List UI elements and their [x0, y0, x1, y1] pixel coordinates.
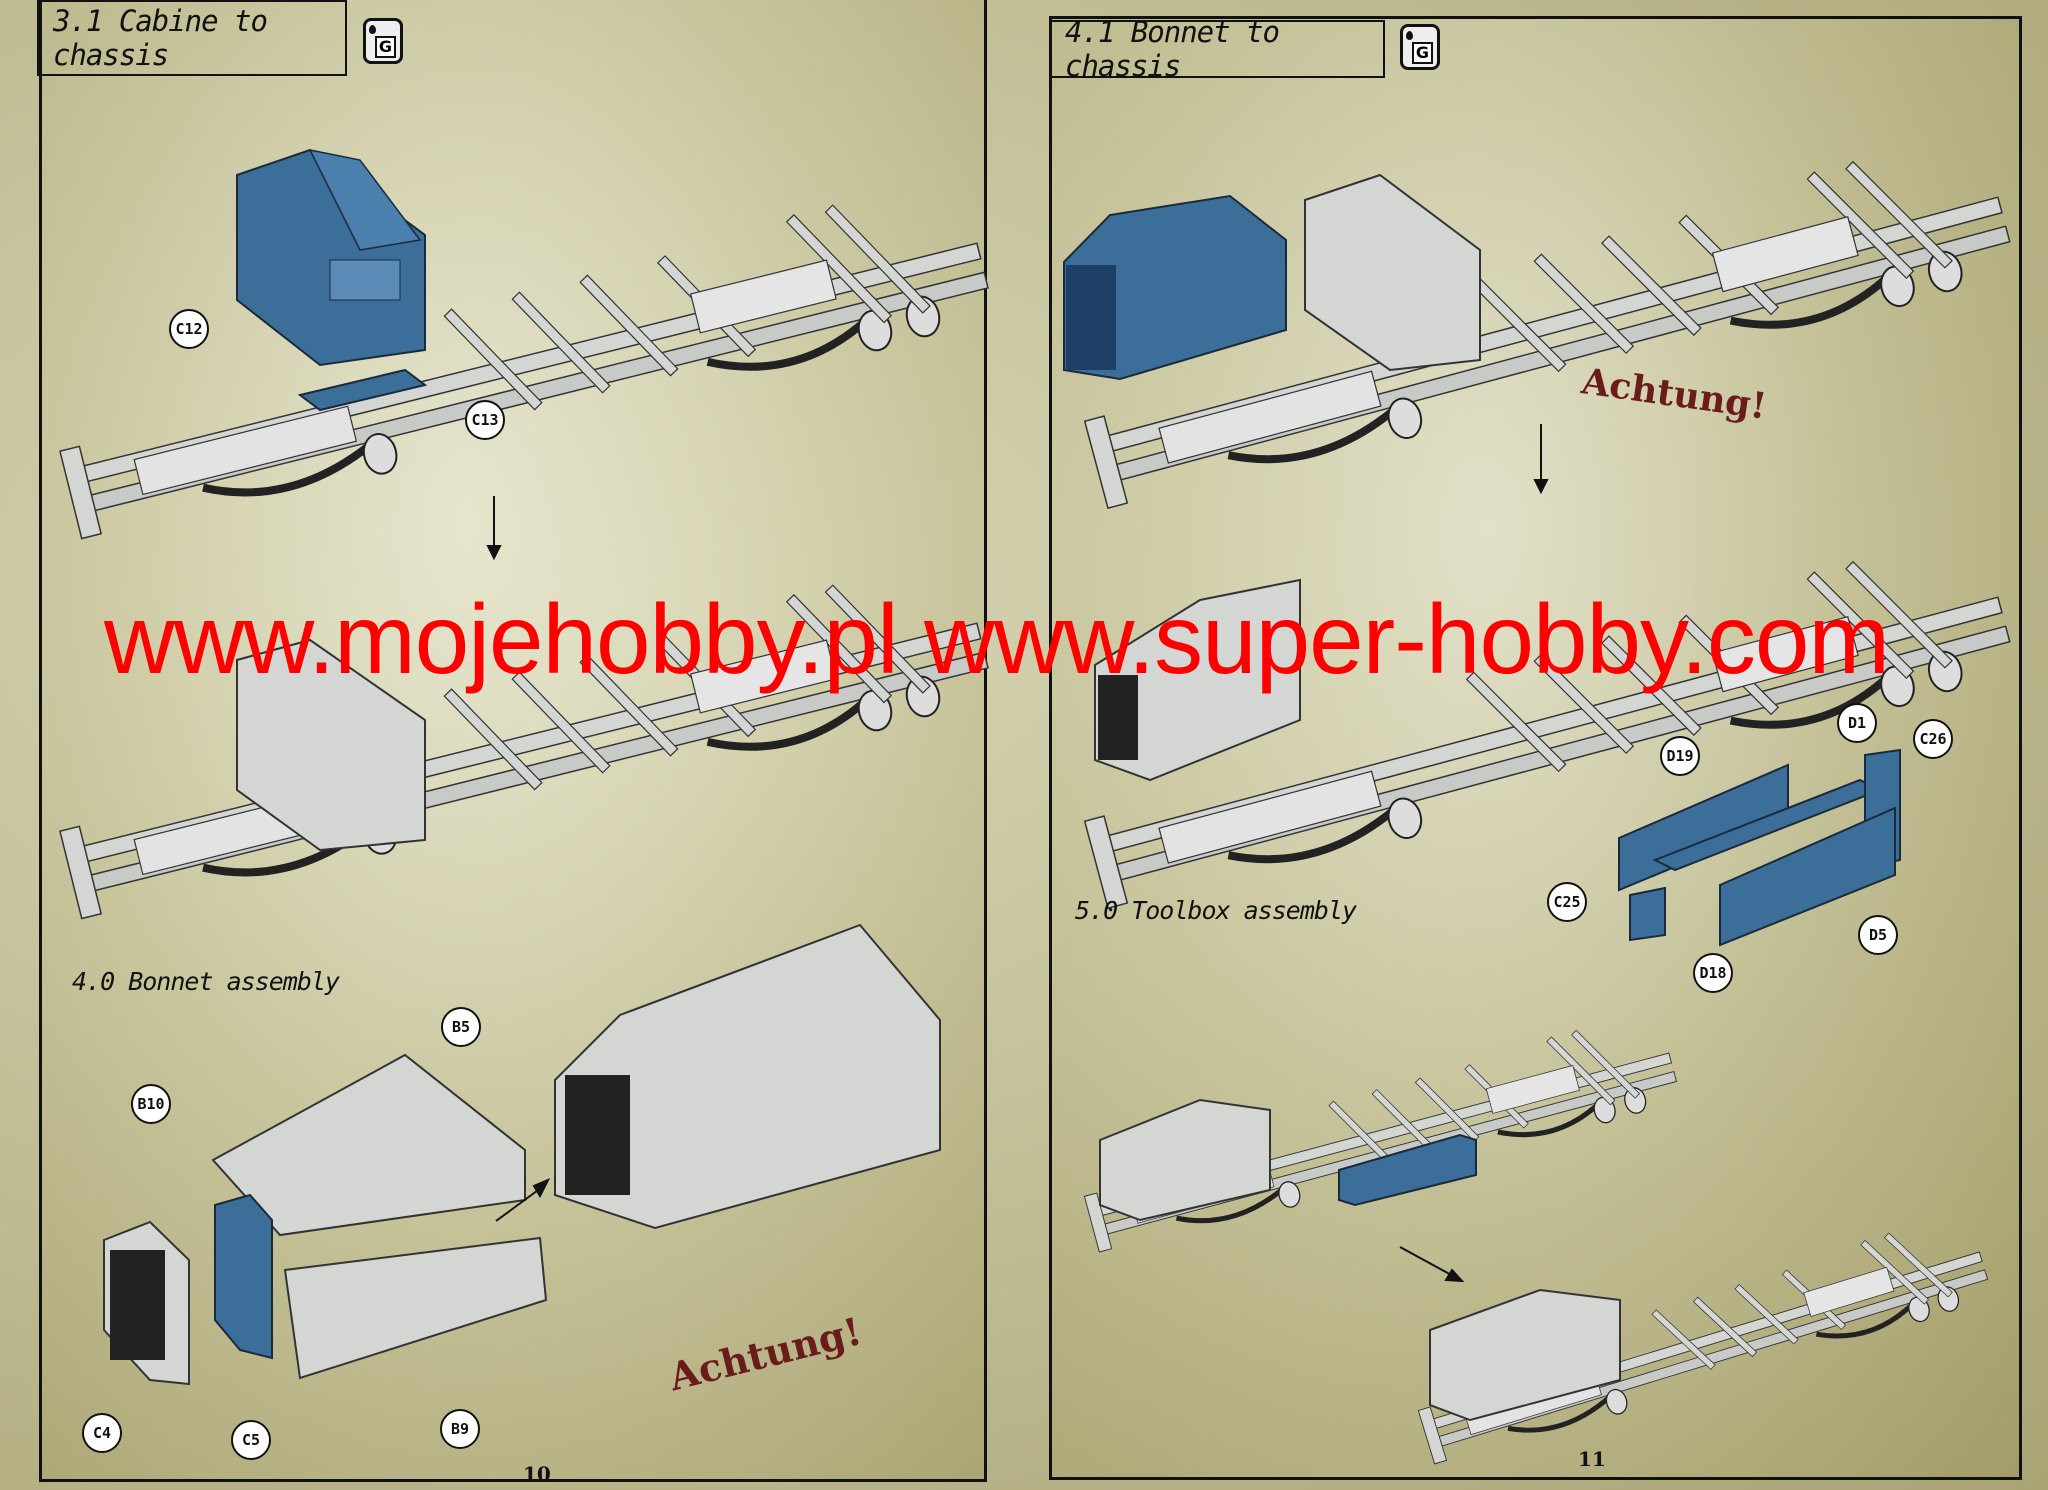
cabin-part-c12: [236, 148, 426, 367]
grille-mesh: [110, 1250, 165, 1360]
cabin-grey: [1304, 173, 1481, 372]
arrow-down-icon: [1533, 424, 1549, 495]
cabin-installed: [236, 638, 426, 852]
toolbox-installed: [1338, 1133, 1477, 1207]
chassis-step-3-1: [47, 174, 996, 549]
callout-b9: B9: [440, 1409, 480, 1449]
arrow-down-icon: [486, 496, 502, 561]
glue-icon: G: [363, 18, 403, 64]
step-part-c13: [297, 368, 428, 412]
toolbox-parts: [1618, 748, 1901, 947]
bonnet-installed: [1094, 578, 1301, 782]
callout-c26: C26: [1913, 719, 1953, 759]
step-3-1-title: 3.1 Cabine to chassis: [37, 0, 347, 76]
step-4-1-title: 4.1 Bonnet to chassis: [1049, 15, 1385, 83]
callout-d19: D19: [1660, 736, 1700, 776]
glue-drop-icon: [1406, 31, 1413, 40]
callout-d1: D1: [1837, 703, 1877, 743]
callout-b5: B5: [441, 1007, 481, 1047]
callout-c4: C4: [82, 1413, 122, 1453]
page-number-left: 10: [523, 1462, 551, 1486]
glue-drop-icon: [369, 25, 376, 34]
step-5-0-title: 5.0 Toolbox assembly: [1075, 896, 1357, 925]
callout-d18: D18: [1693, 953, 1733, 993]
callout-b10: B10: [131, 1084, 171, 1124]
bonnet-small-1: [1099, 1098, 1271, 1222]
panel-part-c5: [214, 1193, 273, 1360]
watermark-text: www.mojehobby.pl www.super-hobby.com: [104, 584, 1890, 694]
bonnet-small-2: [1429, 1288, 1621, 1422]
bonnet-grille-installed: [1098, 675, 1138, 760]
arrow-icon: [1399, 1246, 1465, 1283]
glue-label: G: [374, 36, 396, 58]
glue-label: G: [1411, 42, 1433, 64]
bonnet-grille: [565, 1075, 630, 1195]
step-4-0-title: 4.0 Bonnet assembly: [72, 967, 340, 996]
side-panel-part-b9: [283, 1236, 548, 1380]
page-number-right: 11: [1578, 1447, 1606, 1471]
callout-c12: C12: [169, 309, 209, 349]
callout-c13: C13: [465, 400, 505, 440]
assembled-bonnet: [554, 923, 941, 1230]
bonnet-blue: [1063, 194, 1287, 381]
glue-icon: G: [1400, 24, 1440, 70]
callout-c25: C25: [1547, 882, 1587, 922]
callout-c5: C5: [231, 1420, 271, 1460]
callout-d5: D5: [1858, 915, 1898, 955]
arrow-icon: [495, 1178, 551, 1222]
